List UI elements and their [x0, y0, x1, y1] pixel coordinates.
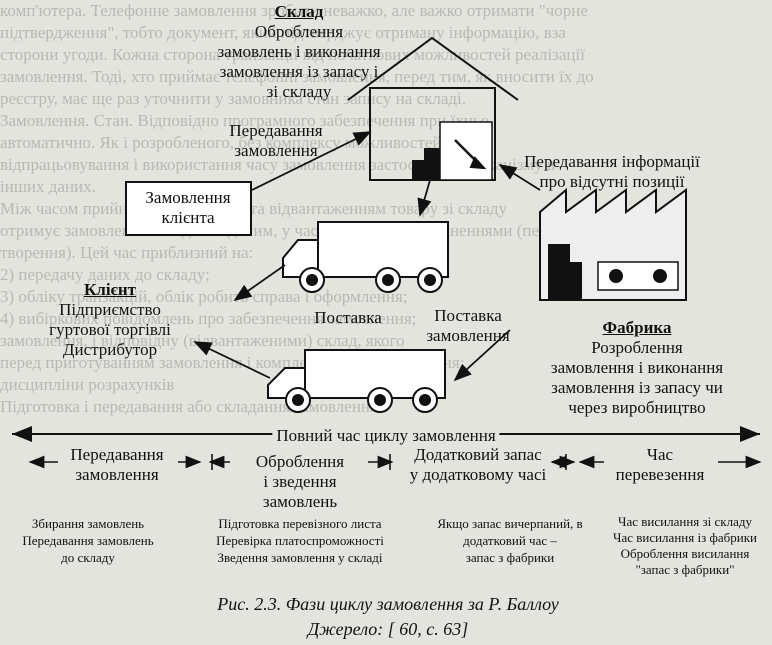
phase-4-name-1: Час: [646, 445, 674, 464]
factory-desc-3: замовлення із запасу чи: [551, 378, 723, 397]
client-title: Клієнт: [83, 280, 137, 299]
client-desc-2: гуртової торгівлі: [49, 320, 171, 339]
phase-4-detail-1: Час висилання зі складу: [618, 514, 752, 529]
phase-3-name-1: Додатковий запас: [414, 445, 542, 464]
customer-order-label-1: Замовлення: [145, 188, 231, 207]
phase-3-detail-2: додатковий час –: [463, 533, 557, 548]
factory-desc-2: замовлення і виконання: [550, 358, 724, 377]
warehouse-desc-2: замовлень і виконання: [217, 42, 381, 61]
phase-4-detail-3: Оброблення висилання: [620, 546, 750, 561]
phase-3-detail-1: Якщо запас вичерпаний, в: [437, 516, 583, 531]
client-desc-1: Підприємство: [59, 300, 161, 319]
warehouse-desc-1: Оброблення: [254, 22, 344, 41]
factory-icon: [539, 187, 687, 301]
phase-3-name-2: у додатковому часі: [409, 465, 547, 484]
missing-items-label-2: про відсутні позиції: [539, 172, 685, 191]
warehouse-desc-3: замовлення із запасу і: [219, 62, 379, 81]
warehouse-title: Склад: [274, 2, 324, 21]
arrow-factory-to-truck: [453, 329, 511, 382]
missing-items-label-1: Передавання інформації: [524, 152, 700, 171]
client-desc-3: Дистрибутор: [62, 340, 158, 359]
figure-caption: Рис. 2.3. Фази циклу замовлення за Р. Ба…: [211, 594, 565, 615]
arrow-order-to-warehouse: [251, 131, 372, 191]
phase-2-detail-3: Зведення замовлення у складі: [217, 550, 383, 565]
phase-4-name-2: перевезення: [615, 465, 705, 484]
order-transmission-label-2: замовлення: [234, 141, 318, 160]
delivery-label: Поставка: [314, 308, 382, 327]
phase-1-detail-3: до складу: [61, 550, 115, 565]
delivery-truck-upper: [282, 221, 449, 293]
phase-2-detail-1: Підготовка перевізного листа: [218, 516, 382, 531]
figure-source: Джерело: [ 60, с. 63]: [301, 619, 475, 640]
warehouse-desc-4: зі складу: [266, 82, 332, 101]
factory-desc-4: через виробництво: [568, 398, 706, 417]
delivery-truck-lower: [267, 349, 446, 413]
phase-4-detail-4: "запас з фабрики": [635, 562, 735, 577]
order-delivery-label-1: Поставка: [434, 306, 502, 325]
phase-2-name-1: Оброблення: [255, 452, 345, 471]
phase-segment-arrows: [28, 454, 762, 470]
total-cycle-label: Повний час циклу замовлення: [272, 426, 500, 446]
order-delivery-label-2: замовлення: [426, 326, 510, 345]
warehouse-icon: [347, 36, 519, 181]
phase-1-name-2: замовлення: [75, 465, 159, 484]
factory-desc-1: Розроблення: [591, 338, 683, 357]
phase-2-detail-2: Перевірка платоспроможності: [216, 533, 384, 548]
factory-title: Фабрика: [602, 318, 672, 337]
phase-1-detail-2: Передавання замовлень: [22, 533, 154, 548]
customer-order-label-2: клієнта: [161, 208, 215, 227]
phase-1-name-1: Передавання: [70, 445, 164, 464]
phase-3-detail-3: запас з фабрики: [465, 550, 555, 565]
arrow-factory-to-warehouse: [498, 164, 541, 191]
customer-order-box: [125, 181, 252, 236]
phase-2-name-3: замовлень: [262, 492, 338, 511]
flow-arrows: [193, 131, 541, 382]
phase-1-detail-1: Збирання замовлень: [31, 516, 145, 531]
phase-4-detail-2: Час висилання із фабрики: [613, 530, 757, 545]
arrow-truck-to-client-lower: [193, 341, 271, 379]
order-transmission-label-1: Передавання: [229, 121, 323, 140]
phase-2-name-2: і зведення: [263, 472, 337, 491]
arrow-warehouse-to-truck: [417, 179, 432, 217]
arrow-truck-to-client: [233, 264, 286, 302]
